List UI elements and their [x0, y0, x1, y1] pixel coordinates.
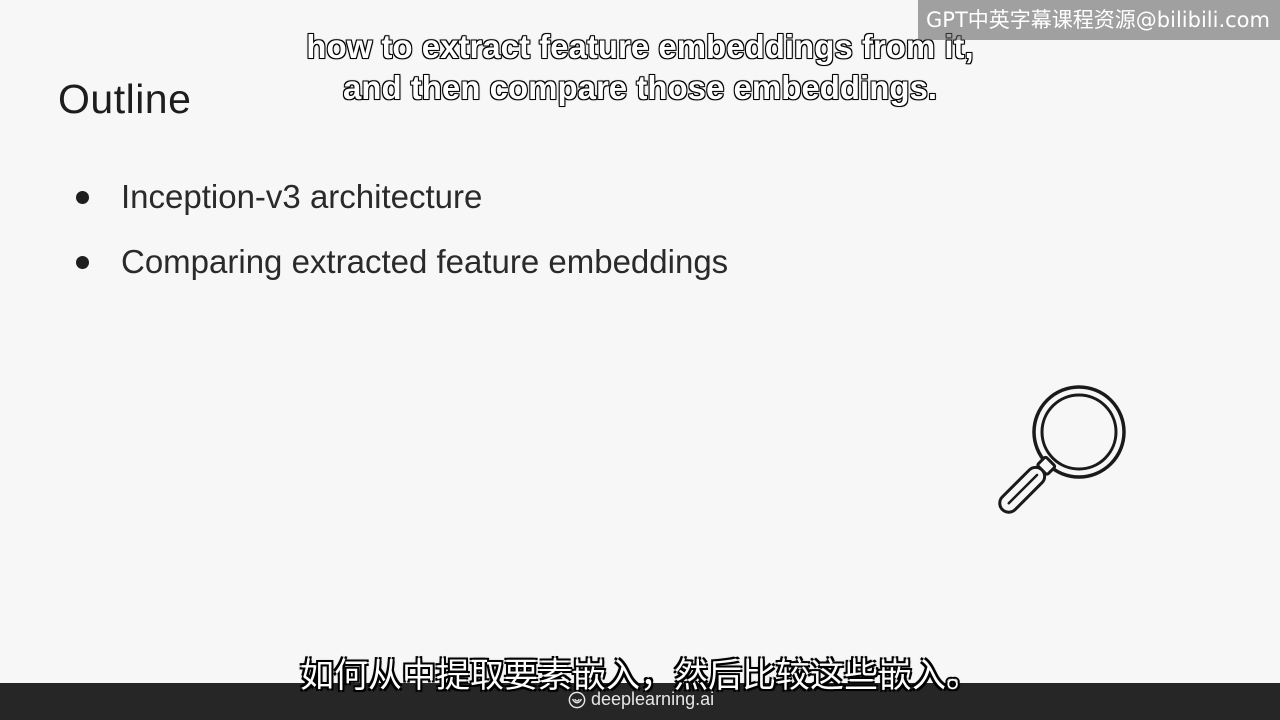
bullet-text: Comparing extracted feature embeddings — [121, 243, 729, 280]
bullet-item: Inception-v3 architecture — [76, 170, 728, 224]
brand-footer: deeplearning.ai — [568, 689, 714, 710]
bottom-bar — [0, 683, 1280, 720]
bullet-item: Comparing extracted feature embeddings — [76, 235, 728, 289]
bullet-text: Inception-v3 architecture — [121, 178, 483, 215]
brand-label: deeplearning.ai — [591, 689, 715, 709]
english-subtitle-line-2: and then compare those embeddings. — [342, 68, 938, 107]
deeplearning-logo-icon — [568, 691, 586, 708]
chinese-subtitle: 如何从中提取要素嵌入，然后比较这些嵌入。 — [300, 656, 980, 696]
magnifying-glass-icon — [998, 385, 1126, 514]
bullet-dot-icon — [76, 190, 89, 204]
bullet-dot-icon — [76, 255, 89, 269]
english-subtitle-line-1: how to extract feature embeddings from i… — [306, 27, 975, 66]
english-subtitle: how to extract feature embeddings from i… — [0, 26, 1280, 108]
bullet-list: Inception-v3 architecture Comparing extr… — [76, 170, 728, 300]
slide-title: Outline — [58, 76, 192, 122]
watermark-badge: GPT中英字幕课程资源@bilibili.com — [918, 0, 1280, 40]
